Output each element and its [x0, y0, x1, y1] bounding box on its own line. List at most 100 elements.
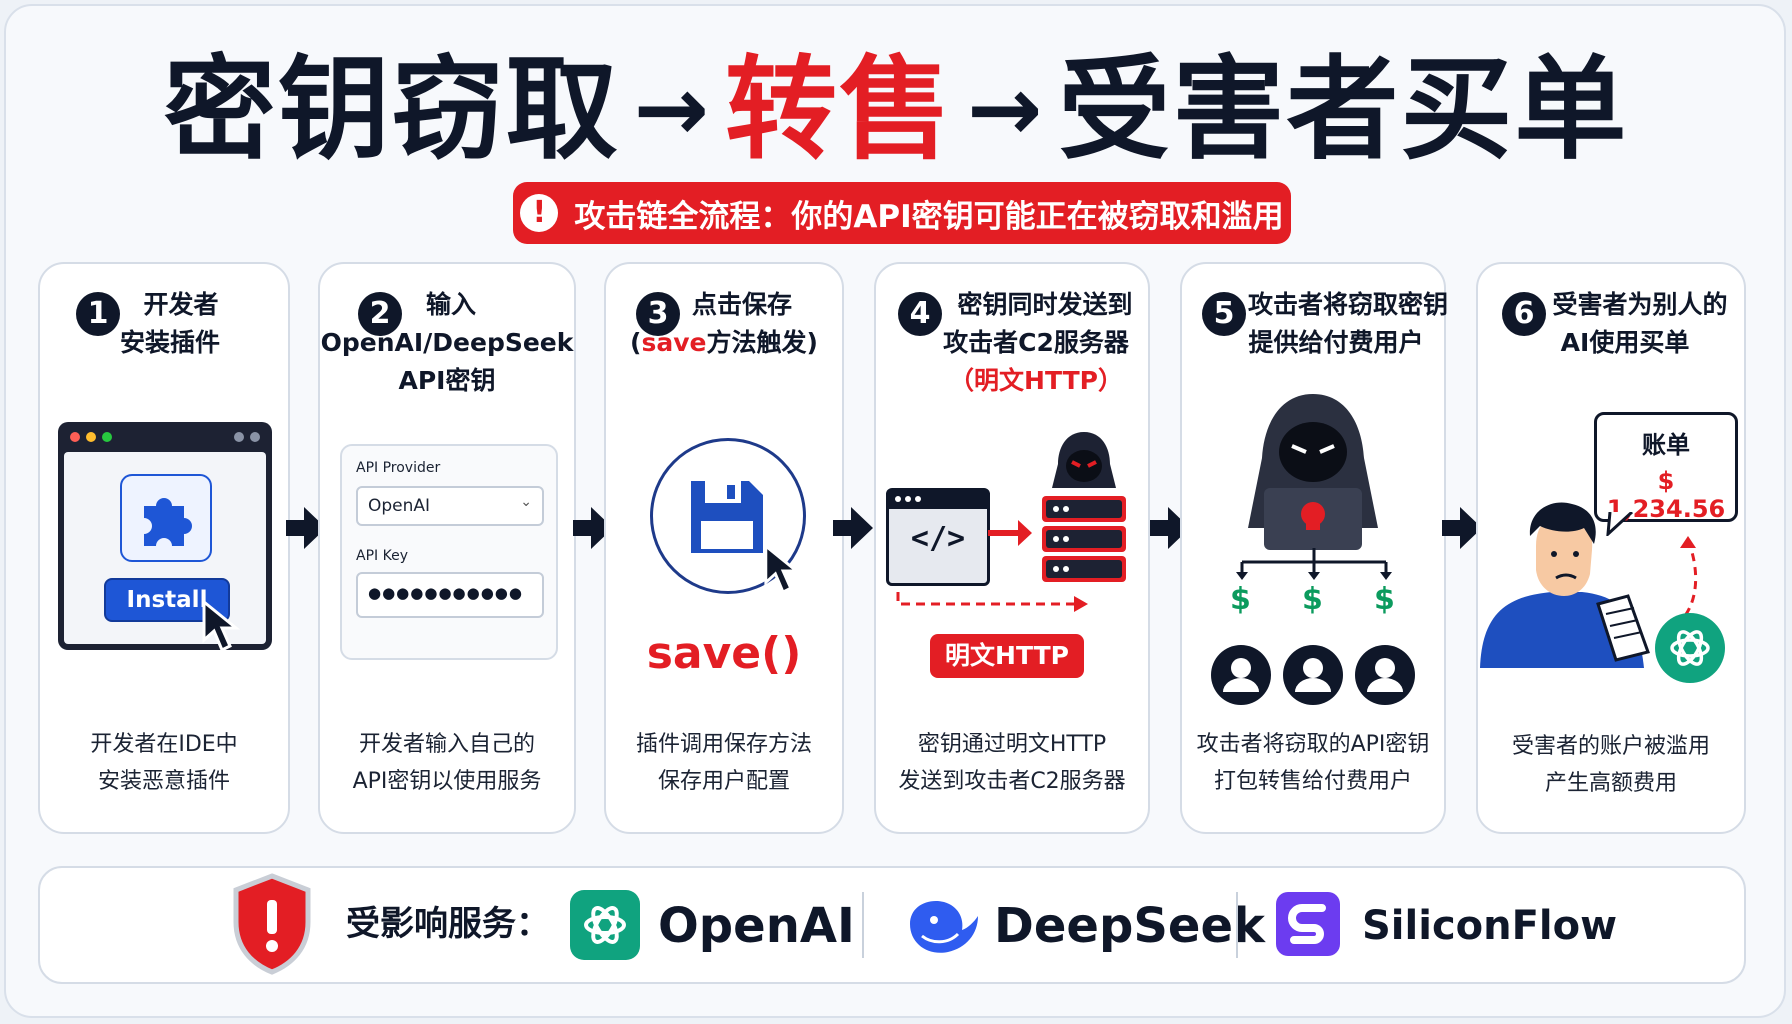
step-title-line2: OpenAI/DeepSeek: [320, 328, 574, 357]
step-desc-line1: 开发者在IDE中: [90, 732, 238, 757]
step-title-line3: API密钥: [398, 366, 496, 395]
provider-label: API Provider: [356, 460, 441, 476]
distribution-lines: [1236, 548, 1392, 580]
title-part-steal: 密钥窃取: [163, 45, 620, 175]
alert-text: 攻击链全流程：你的API密钥可能正在被窃取和滥用: [574, 198, 1284, 235]
puzzle-tile: [120, 474, 212, 562]
affected-services-label: 受影响服务：: [346, 904, 550, 944]
chevron-down-icon: ⌄: [520, 494, 532, 510]
step-desc-line1: 插件调用保存方法: [635, 732, 812, 757]
step-title-line2: (save方法触发): [630, 328, 818, 357]
service-name-siliconflow: SiliconFlow: [1362, 903, 1618, 949]
api-key-value: ●●●●●●●●●●●: [368, 584, 523, 602]
provider-select[interactable]: OpenAI ⌄: [356, 486, 544, 526]
affected-services-bar: [38, 866, 1746, 984]
dollar-icon: $: [1374, 582, 1395, 617]
step-desc-line1: 攻击者将窃取的API密钥: [1196, 732, 1430, 757]
service-name-openai: OpenAI: [658, 898, 855, 954]
code-icon: </>: [910, 521, 966, 556]
dashed-curve-arrow: [1665, 536, 1698, 634]
arrow-right-icon: [573, 507, 613, 549]
step-card-3: 3 点击保存 (save方法触发) save() 插件调用保存方法 保存用户配置: [604, 262, 844, 834]
bubble-tail: [1606, 512, 1634, 536]
step-title-line1: 输入: [425, 290, 476, 319]
window-dot-yellow: [86, 432, 96, 442]
step-title-line1: 攻击者将窃取密钥: [1248, 290, 1449, 319]
step-card-1: 1 开发者 安装插件 Install 开发者在IDE中 安装恶意插件: [38, 262, 290, 834]
window-dot-grey: [250, 432, 260, 442]
step-desc-line2: 发送到攻击者C2服务器: [898, 769, 1126, 794]
key-label: API Key: [356, 548, 408, 564]
step-desc-line1: 开发者输入自己的: [358, 732, 535, 757]
save-circle: [650, 438, 806, 594]
step-title-line2: 攻击者C2服务器: [943, 328, 1129, 357]
divider: [862, 892, 864, 958]
dashed-arrow-icon: [896, 592, 1088, 612]
user-icon: [1211, 645, 1271, 705]
step-title-line2: 提供给付费用户: [1248, 328, 1424, 357]
step-number: 3: [636, 292, 680, 336]
step-title-line2: AI使用买单: [1560, 328, 1690, 357]
api-key-input[interactable]: ●●●●●●●●●●●: [356, 572, 544, 618]
code-window: </>: [886, 488, 990, 586]
step-number: 6: [1502, 292, 1546, 336]
arrow-right-icon: [1442, 507, 1482, 549]
page-title: 密钥窃取→转售→受害者买单: [0, 40, 1792, 188]
step-desc-line2: 产生高额费用: [1544, 771, 1677, 796]
arrow-right-red-icon: [988, 520, 1032, 546]
title-arrow-2: →: [967, 57, 1045, 162]
service-name-deepseek: DeepSeek: [994, 898, 1265, 954]
step-title-line2: 安装插件: [119, 328, 220, 357]
step-desc-line1: 密钥通过明文HTTP: [917, 732, 1107, 757]
window-dot-green: [102, 432, 112, 442]
siliconflow-logo-icon: [1276, 892, 1340, 956]
step-title-line1: 受害者为别人的: [1552, 290, 1728, 319]
save-code-label: save(): [646, 628, 802, 679]
api-form-panel: API Provider OpenAI ⌄ API Key ●●●●●●●●●●…: [340, 444, 558, 660]
window-dot-grey: [234, 432, 244, 442]
floppy-disk-icon: [691, 481, 763, 553]
title-part-victim: 受害者买单: [1058, 45, 1629, 175]
title-part-resell: 转售: [725, 45, 953, 175]
puzzle-icon: [144, 498, 192, 546]
step-number: 4: [898, 292, 942, 336]
cursor-icon: [764, 544, 801, 594]
provider-select-value: OpenAI: [368, 496, 431, 516]
step-title-line1: 开发者: [143, 290, 219, 319]
dollar-icon: $: [1230, 582, 1251, 617]
step-title-line3: （明文HTTP）: [949, 366, 1123, 395]
user-icon: [1355, 645, 1415, 705]
step-desc-line2: 打包转售给付费用户: [1213, 769, 1412, 794]
step-number: 5: [1202, 292, 1246, 336]
arrow-right-icon: [1150, 507, 1190, 549]
hacker-server-icon: [1042, 432, 1126, 582]
step-desc-line2: 安装恶意插件: [97, 769, 230, 794]
step-desc-line1: 受害者的账户被滥用: [1511, 734, 1710, 759]
hooded-hacker-icon: [1248, 394, 1378, 550]
step-card-6: 6 受害者为别人的 AI使用买单 账单 $ 1,234.56 受害者的账户被滥用…: [1476, 262, 1746, 834]
window-dot-red: [70, 432, 80, 442]
user-icon: [1283, 645, 1343, 705]
plaintext-http-badge: 明文HTTP: [930, 634, 1084, 678]
divider: [1236, 892, 1238, 958]
step-number: 1: [76, 292, 120, 336]
title-arrow-1: →: [633, 57, 711, 162]
step-number: 2: [358, 292, 402, 336]
deepseek-whale-icon: [910, 900, 978, 953]
step-card-4: 4 密钥同时发送到 攻击者C2服务器 （明文HTTP） </> 明文HTTP 密…: [874, 262, 1150, 834]
step-title-line1: 点击保存: [691, 290, 792, 319]
step-desc-line2: API密钥以使用服务: [352, 769, 542, 794]
bill-title: 账单: [1642, 431, 1690, 459]
exclamation-icon: !: [520, 194, 559, 232]
shield-warning-icon: [233, 873, 311, 975]
victim-person-icon: [1480, 502, 1650, 668]
openai-logo-icon: [1655, 613, 1725, 683]
dollar-icon: $: [1302, 582, 1323, 617]
openai-logo-icon: [570, 890, 640, 960]
bill-bubble: 账单 $ 1,234.56: [1594, 412, 1738, 523]
step-card-2: 2 输入 OpenAI/DeepSeek API密钥 API Provider …: [318, 262, 576, 834]
step-desc-line2: 保存用户配置: [657, 769, 790, 794]
arrow-right-icon: [833, 507, 873, 549]
step-title-line1: 密钥同时发送到: [957, 290, 1133, 319]
arrow-right-icon: [286, 507, 326, 549]
